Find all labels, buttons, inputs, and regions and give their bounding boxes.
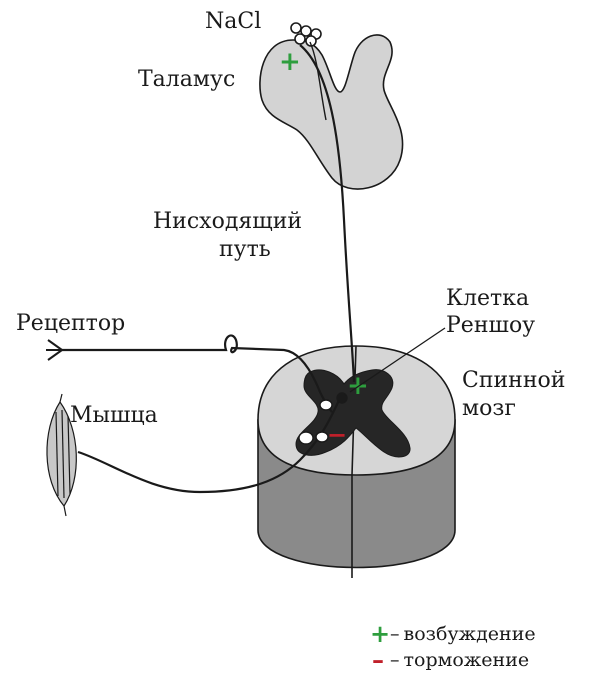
thalamus-label: Таламус xyxy=(138,68,235,93)
legend-excitation: + – возбуждение xyxy=(370,622,536,646)
renshaw-plus-sign: + xyxy=(347,372,369,401)
thalamus-plus-sign: + xyxy=(279,48,301,77)
descending-label-1: Нисходящий xyxy=(153,210,302,235)
legend-excitation-symbol: + xyxy=(370,622,386,646)
receptor-ending xyxy=(46,340,62,360)
receptor-label: Рецептор xyxy=(16,312,125,337)
spinal-label-1: Спинной xyxy=(462,369,565,394)
renshaw-minus-sign: − xyxy=(327,422,347,449)
nacl-circles xyxy=(291,23,321,46)
descending-label-2: путь xyxy=(219,238,271,263)
nacl-label: NaCl xyxy=(205,10,261,35)
renshaw-label-2: Реншоу xyxy=(446,314,535,339)
legend-excitation-text: возбуждение xyxy=(404,623,536,645)
legend-inhibition-symbol: – xyxy=(370,648,386,672)
legend-inhibition: – – торможение xyxy=(370,648,529,672)
legend-inhibition-dash: – xyxy=(390,649,400,671)
muscle-label: Мышца xyxy=(70,404,158,429)
spinal-label-2: мозг xyxy=(462,397,516,422)
legend-excitation-dash: – xyxy=(390,623,400,645)
renshaw-label-1: Клетка xyxy=(446,287,529,312)
legend-inhibition-text: торможение xyxy=(404,649,530,671)
